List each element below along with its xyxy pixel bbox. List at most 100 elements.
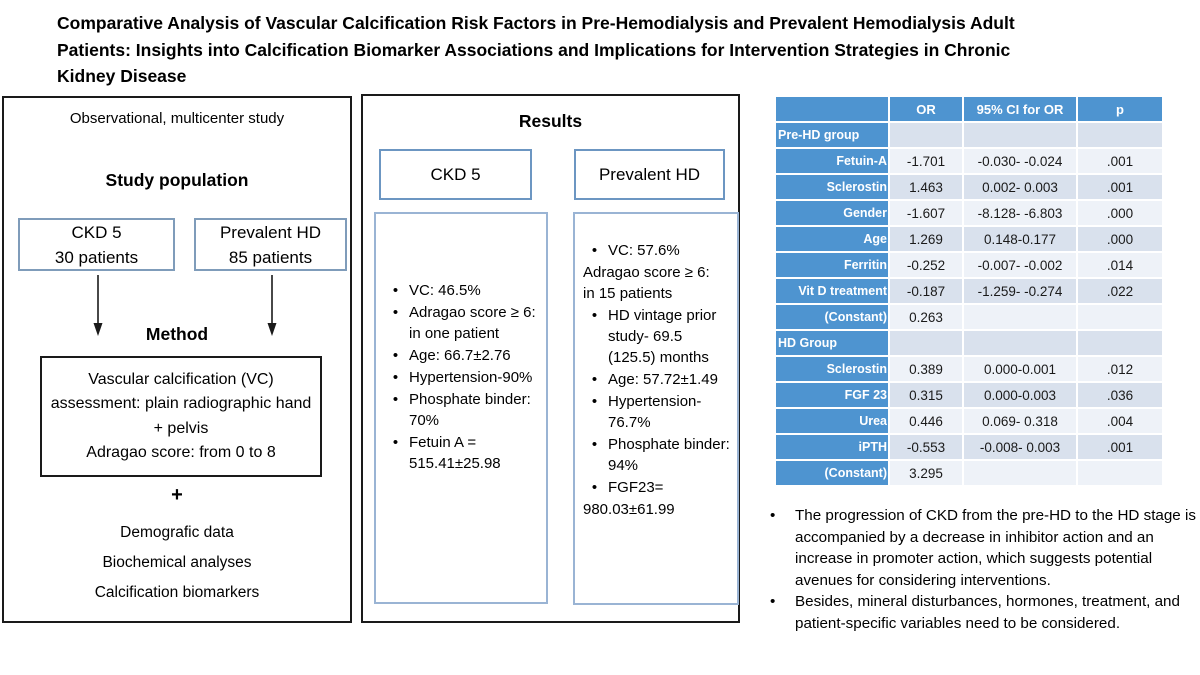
bullet-icon: •	[591, 371, 598, 388]
list-item: • Age: 57.72±1.49	[581, 369, 733, 390]
list-item: • FGF23=	[581, 477, 733, 498]
bullet-icon: •	[591, 393, 598, 410]
text-line: Demografic data	[120, 524, 234, 541]
hd-group-name: Prevalent HD	[219, 222, 322, 242]
list-item-text: 980.03±61.99	[583, 501, 675, 518]
table-row-label: FGF 23	[776, 383, 888, 407]
method-box: Vascular calcification (VC) assessment: …	[40, 356, 322, 477]
list-item: •Adragao score ≥ 6: in one patient	[382, 302, 542, 344]
table-or-cell: 1.269	[890, 227, 962, 251]
table-ci-cell	[964, 331, 1076, 355]
table-row-label: Urea	[776, 409, 888, 433]
table-row-label: Ferritin	[776, 253, 888, 277]
bullet-icon: •	[392, 391, 399, 408]
study-population-heading: Study population	[105, 170, 249, 190]
table-header-cell	[776, 97, 888, 121]
table-ci-cell	[964, 461, 1076, 485]
text-line: Patients: Insights into Calcification Bi…	[57, 39, 1011, 60]
list-item-text: Age: 57.72±1.49	[608, 371, 718, 388]
table-p-cell	[1078, 123, 1162, 147]
table-or-cell: 0.263	[890, 305, 962, 329]
table-ci-cell: -0.030- -0.024	[964, 149, 1076, 173]
table-ci-cell: 0.000-0.003	[964, 383, 1076, 407]
table-p-cell: .001	[1078, 435, 1162, 459]
table-or-cell: 3.295	[890, 461, 962, 485]
table-or-cell: -0.553	[890, 435, 962, 459]
page-title: Comparative Analysis of Vascular Calcifi…	[57, 10, 1167, 90]
table-p-cell: .001	[1078, 175, 1162, 199]
table-ci-cell: 0.069- 0.318	[964, 409, 1076, 433]
table-p-cell	[1078, 305, 1162, 329]
table-or-cell: -0.187	[890, 279, 962, 303]
bullet-icon: •	[392, 369, 399, 386]
ckd5-results-box: • VC: 46.5% •Adragao score ≥ 6: in one pat…	[374, 212, 548, 604]
table-or-cell: 0.446	[890, 409, 962, 433]
list-item-text: Fetuin A = 515.41±25.98	[409, 434, 501, 472]
hd-group-count: 85 patients	[228, 247, 313, 267]
ckd5-results-label: CKD 5	[379, 149, 532, 200]
bullet-icon: •	[392, 304, 399, 321]
list-item: • Besides, mineral disturbances, hormones…	[763, 591, 1200, 634]
list-item-text: FGF23=	[608, 479, 664, 496]
table-or-cell	[890, 331, 962, 355]
table-ci-cell: -0.007- -0.002	[964, 253, 1076, 277]
table-row-label: (Constant)	[776, 461, 888, 485]
list-item-text: Besides, mineral disturbances, hormones,…	[795, 593, 1180, 632]
table-row-label: Gender	[776, 201, 888, 225]
list-item-text: Phosphate binder: 70%	[409, 391, 531, 429]
list-item: •Phosphate binder: 94%	[581, 434, 733, 476]
table-ci-cell: -0.008- 0.003	[964, 435, 1076, 459]
table-or-cell: -1.607	[890, 201, 962, 225]
table-row-label: HD Group	[776, 331, 888, 355]
table-ci-cell	[964, 123, 1076, 147]
bullet-icon: •	[591, 242, 598, 259]
bullet-icon: •	[591, 479, 598, 496]
table-ci-cell: 0.000-0.001	[964, 357, 1076, 381]
table-row-label: iPTH	[776, 435, 888, 459]
results-panel: Results CKD 5 Prevalent HD •VC: 46.5%•Ad…	[361, 94, 740, 623]
text-line: Adragao score: from 0 to 8	[86, 444, 276, 461]
table-or-cell	[890, 123, 962, 147]
conclusions-list: • The progression of CKD from the pre-HD …	[763, 505, 1200, 634]
bullet-icon: •	[770, 593, 776, 610]
bullet-icon: •	[392, 282, 399, 299]
table-p-cell: .012	[1078, 357, 1162, 381]
table-p-cell: .004	[1078, 409, 1162, 433]
table-p-cell: .036	[1078, 383, 1162, 407]
down-arrow-icon	[267, 275, 277, 336]
table-ci-cell: 0.148-0.177	[964, 227, 1076, 251]
bullet-icon: •	[591, 307, 598, 324]
table-row-label: (Constant)	[776, 305, 888, 329]
list-item-text: The progression of CKD from the pre-HD t…	[795, 507, 1196, 589]
table-p-cell	[1078, 461, 1162, 485]
table-or-cell: 0.315	[890, 383, 962, 407]
text-line: Comparative Analysis of Vascular Calcifi…	[57, 13, 1015, 33]
table-or-cell: 0.389	[890, 357, 962, 381]
table-p-cell: .001	[1078, 149, 1162, 173]
list-item: •Hypertension-90%	[382, 367, 542, 388]
table-p-cell: .022	[1078, 279, 1162, 303]
text-line: Kidney Disease	[57, 66, 187, 86]
text-line: Calcification biomarkers	[94, 584, 260, 601]
list-item: • Hypertension-76.7%	[581, 391, 733, 433]
list-item-text: Adragao score ≥ 6: in 15 patients	[583, 264, 710, 302]
table-ci-cell: -8.128- -6.803	[964, 201, 1076, 225]
prevalent-hd-results-box: •VC: 57.6%Adragao score ≥ 6: in 15 patie…	[573, 212, 739, 605]
down-arrow-icon	[93, 275, 103, 336]
list-item: •The progression of CKD from the pre-HD …	[763, 505, 1200, 591]
table-row-label: Sclerostin	[776, 175, 888, 199]
table-p-cell: .014	[1078, 253, 1162, 277]
list-item: • VC: 46.5%	[382, 280, 542, 301]
list-item: Adragao score ≥ 6: in 15 patients	[581, 262, 733, 304]
table-ci-cell: 0.002- 0.003	[964, 175, 1076, 199]
prevalent-hd-results-label: Prevalent HD	[574, 149, 725, 200]
table-row-label: Sclerostin	[776, 357, 888, 381]
list-item-text: Hypertension-76.7%	[608, 393, 702, 431]
list-item-text: VC: 46.5%	[409, 282, 481, 299]
plus-sign: +	[171, 484, 183, 506]
table-header-cell: p	[1078, 97, 1162, 121]
list-item: 980.03±61.99	[581, 499, 733, 520]
table-header-cell: 95% CI for OR	[964, 97, 1076, 121]
